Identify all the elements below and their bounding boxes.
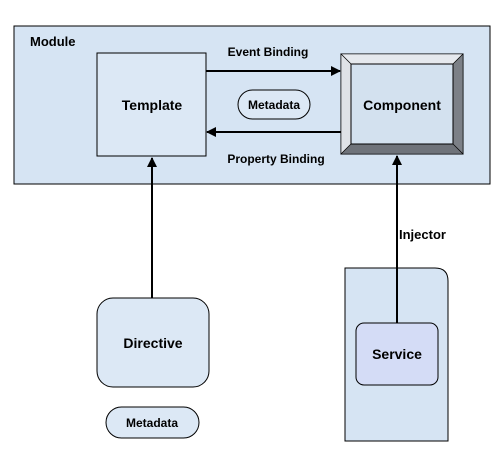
event-binding-label: Event Binding bbox=[228, 45, 309, 59]
module-label: Module bbox=[30, 34, 76, 49]
directive-label: Directive bbox=[123, 335, 182, 351]
template-label: Template bbox=[122, 97, 183, 113]
metadata-bottom-label: Metadata bbox=[126, 416, 178, 430]
component-node bbox=[340, 53, 464, 155]
metadata-bottom-node bbox=[105, 406, 200, 439]
property-binding-label: Property Binding bbox=[227, 152, 324, 166]
service-label: Service bbox=[372, 346, 422, 362]
metadata-top-node bbox=[237, 89, 311, 120]
injector-label: Injector bbox=[399, 227, 446, 242]
component-label: Component bbox=[363, 97, 441, 113]
template-node bbox=[96, 52, 207, 157]
metadata-top-label: Metadata bbox=[248, 98, 300, 112]
